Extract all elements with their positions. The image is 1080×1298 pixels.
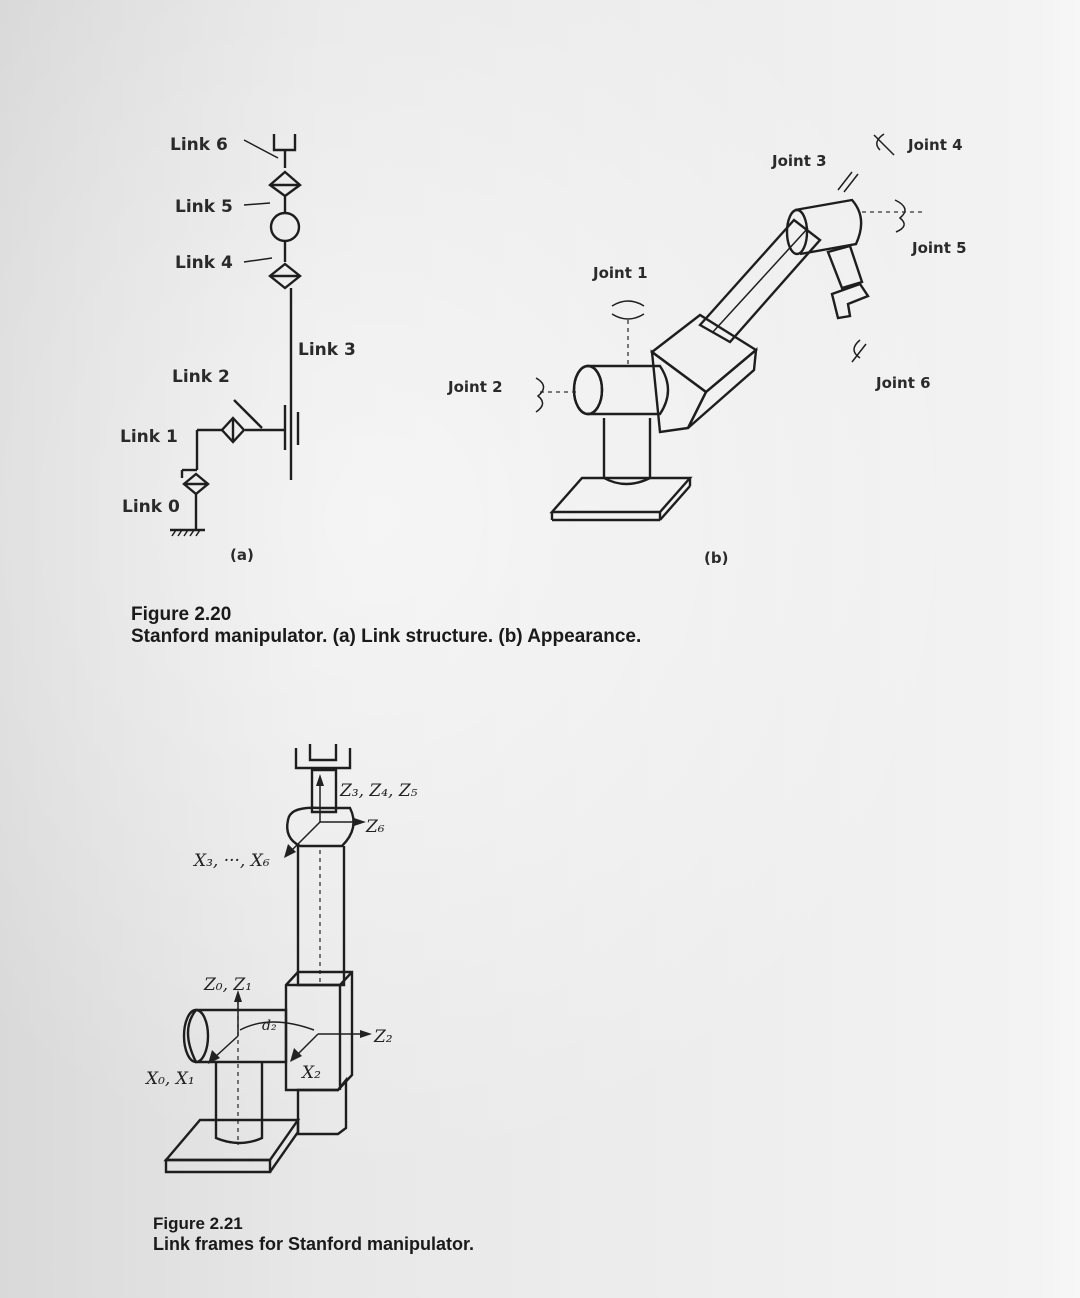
figure-2-21-number: Figure 2.21 (153, 1214, 243, 1233)
z0-z1-label: Z₀, Z₁ (203, 975, 252, 995)
link-4-label: Link 4 (175, 253, 233, 273)
panel-b-label: (b) (704, 549, 728, 567)
d2-label: d₂ (262, 1018, 277, 1034)
link-6-label: Link 6 (170, 135, 228, 155)
link-0-label: Link 0 (122, 497, 180, 517)
figure-2-20-caption: Figure 2.20 Stanford manipulator. (a) Li… (131, 604, 641, 648)
link-2-label: Link 2 (172, 367, 230, 387)
figure-2-20-number: Figure 2.20 (131, 604, 232, 625)
z3-z4-z5-label: Z₃, Z₄, Z₅ (339, 781, 418, 801)
link-5-label: Link 5 (175, 197, 233, 217)
link-structure-diagram (170, 134, 302, 537)
joint-2-label: Joint 2 (447, 378, 503, 396)
figure-2-20-text: Stanford manipulator. (a) Link structure… (131, 626, 642, 647)
joint-4-label: Joint 4 (907, 136, 963, 154)
x0-x1-label: X₀, X₁ (144, 1069, 195, 1089)
manipulator-appearance-drawing (535, 133, 925, 522)
link-1-label: Link 1 (120, 427, 178, 447)
x3-x6-label: X₃, ···, X₆ (192, 851, 270, 871)
joint-6-label: Joint 6 (875, 374, 931, 392)
joint-5-label: Joint 5 (911, 239, 967, 257)
figure-2-21-text: Link frames for Stanford manipulator. (153, 1234, 475, 1254)
joint-3-label: Joint 3 (771, 152, 827, 170)
page-edge (1040, 0, 1080, 1298)
link-frames-drawing (163, 744, 372, 1174)
z2-label: Z₂ (373, 1027, 393, 1047)
z6-label: Z₆ (365, 817, 385, 837)
x2-label: X₂ (300, 1063, 321, 1083)
figure-2-21-caption: Figure 2.21 Link frames for Stanford man… (153, 1214, 474, 1255)
link-3-label: Link 3 (298, 340, 356, 360)
panel-a-label: (a) (230, 546, 254, 564)
joint-1-label: Joint 1 (592, 264, 648, 282)
